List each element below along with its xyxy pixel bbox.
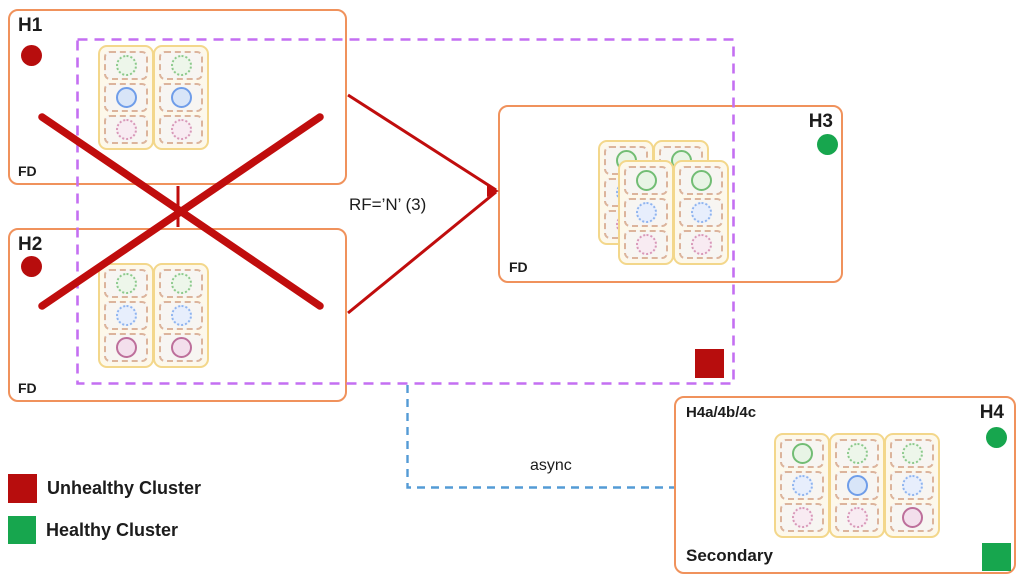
cluster-card — [774, 433, 830, 538]
blue-dotted-pod — [690, 202, 712, 223]
unhealthy-cluster-marker-square — [695, 349, 724, 378]
pod-cell — [679, 198, 723, 227]
host-h4-title-label: H4a/4b/4c — [686, 404, 757, 421]
pink-solid-pod — [901, 507, 923, 528]
healthy-legend-label: Healthy Cluster — [46, 519, 179, 540]
blue-dotted-pod — [115, 305, 137, 326]
cluster-card — [153, 45, 209, 150]
pod-cell — [104, 269, 148, 298]
pod-cell — [780, 503, 824, 532]
replication-line-h1-to-h3 — [347, 93, 497, 192]
h3-cluster-cards-front — [618, 160, 729, 265]
cluster-card — [829, 433, 885, 538]
h2-cluster-cards — [98, 263, 209, 368]
blue-dotted-pod — [635, 202, 657, 223]
pod-cell — [104, 301, 148, 330]
green-dotted-pod — [115, 273, 137, 294]
async-label: async — [530, 457, 572, 474]
green-solid-pod — [791, 443, 813, 464]
cluster-card — [673, 160, 729, 265]
green-solid-pod — [635, 170, 657, 191]
cluster-card — [98, 263, 154, 368]
pod-cell — [890, 471, 934, 500]
cluster-card — [618, 160, 674, 265]
unhealthy-legend-swatch — [8, 474, 37, 503]
pod-cell — [159, 51, 203, 80]
pink-solid-pod — [170, 337, 192, 358]
green-dotted-pod — [846, 443, 868, 464]
pod-cell — [159, 83, 203, 112]
blue-dotted-pod — [901, 475, 923, 496]
healthy-cluster-marker-square — [982, 543, 1011, 571]
host-h4-label: H4 — [979, 402, 1004, 423]
host-h1-fd-label: FD — [18, 163, 37, 179]
blue-solid-pod — [115, 87, 137, 108]
green-dotted-pod — [901, 443, 923, 464]
pod-cell — [104, 115, 148, 144]
pod-cell — [780, 471, 824, 500]
pink-dotted-pod — [846, 507, 868, 528]
host-h2-fd-label: FD — [18, 380, 37, 396]
host-h3-fd-label: FD — [509, 259, 528, 275]
cluster-card — [153, 263, 209, 368]
pod-cell — [890, 503, 934, 532]
pod-cell — [780, 439, 824, 468]
pod-cell — [159, 269, 203, 298]
host-h3-healthy-dot — [817, 134, 838, 155]
pod-cell — [835, 471, 879, 500]
pod-cell — [104, 333, 148, 362]
green-solid-pod — [690, 170, 712, 191]
pod-cell — [835, 439, 879, 468]
pod-cell — [104, 83, 148, 112]
host-h3-label: H3 — [808, 111, 833, 132]
pod-cell — [159, 115, 203, 144]
cluster-card — [884, 433, 940, 538]
h1-cluster-cards — [98, 45, 209, 150]
healthy-legend-swatch — [8, 516, 36, 544]
legend-row-healthy: Healthy Cluster — [8, 516, 178, 544]
host-h2-label: H2 — [18, 234, 43, 255]
pod-cell — [624, 166, 668, 195]
pink-solid-pod — [115, 337, 137, 358]
green-dotted-pod — [115, 55, 137, 76]
pink-dotted-pod — [115, 119, 137, 140]
host-h1-label: H1 — [18, 15, 43, 36]
blue-solid-pod — [170, 87, 192, 108]
pod-cell — [679, 230, 723, 259]
unhealthy-legend-label: Unhealthy Cluster — [47, 478, 202, 498]
pod-cell — [159, 301, 203, 330]
pod-cell — [624, 198, 668, 227]
blue-solid-pod — [846, 475, 868, 496]
blue-dotted-pod — [791, 475, 813, 496]
blue-dotted-pod — [170, 305, 192, 326]
host-h2-unhealthy-dot — [21, 256, 42, 277]
pod-cell — [835, 503, 879, 532]
pod-cell — [104, 51, 148, 80]
pink-dotted-pod — [170, 119, 192, 140]
h4-cluster-cards — [774, 433, 940, 538]
pod-cell — [624, 230, 668, 259]
green-dotted-pod — [170, 55, 192, 76]
cluster-card — [98, 45, 154, 150]
host-h4-secondary-label: Secondary — [686, 546, 773, 565]
replication-factor-label: RF=’N’ (3) — [349, 195, 427, 214]
host-h1-unhealthy-dot — [21, 45, 42, 66]
legend-row-unhealthy: Unhealthy Cluster — [8, 474, 201, 503]
pink-dotted-pod — [791, 507, 813, 528]
pod-cell — [679, 166, 723, 195]
host-h4-healthy-dot — [986, 427, 1007, 448]
green-dotted-pod — [170, 273, 192, 294]
pod-cell — [159, 333, 203, 362]
pink-dotted-pod — [635, 234, 657, 255]
pod-cell — [890, 439, 934, 468]
pink-dotted-pod — [690, 234, 712, 255]
